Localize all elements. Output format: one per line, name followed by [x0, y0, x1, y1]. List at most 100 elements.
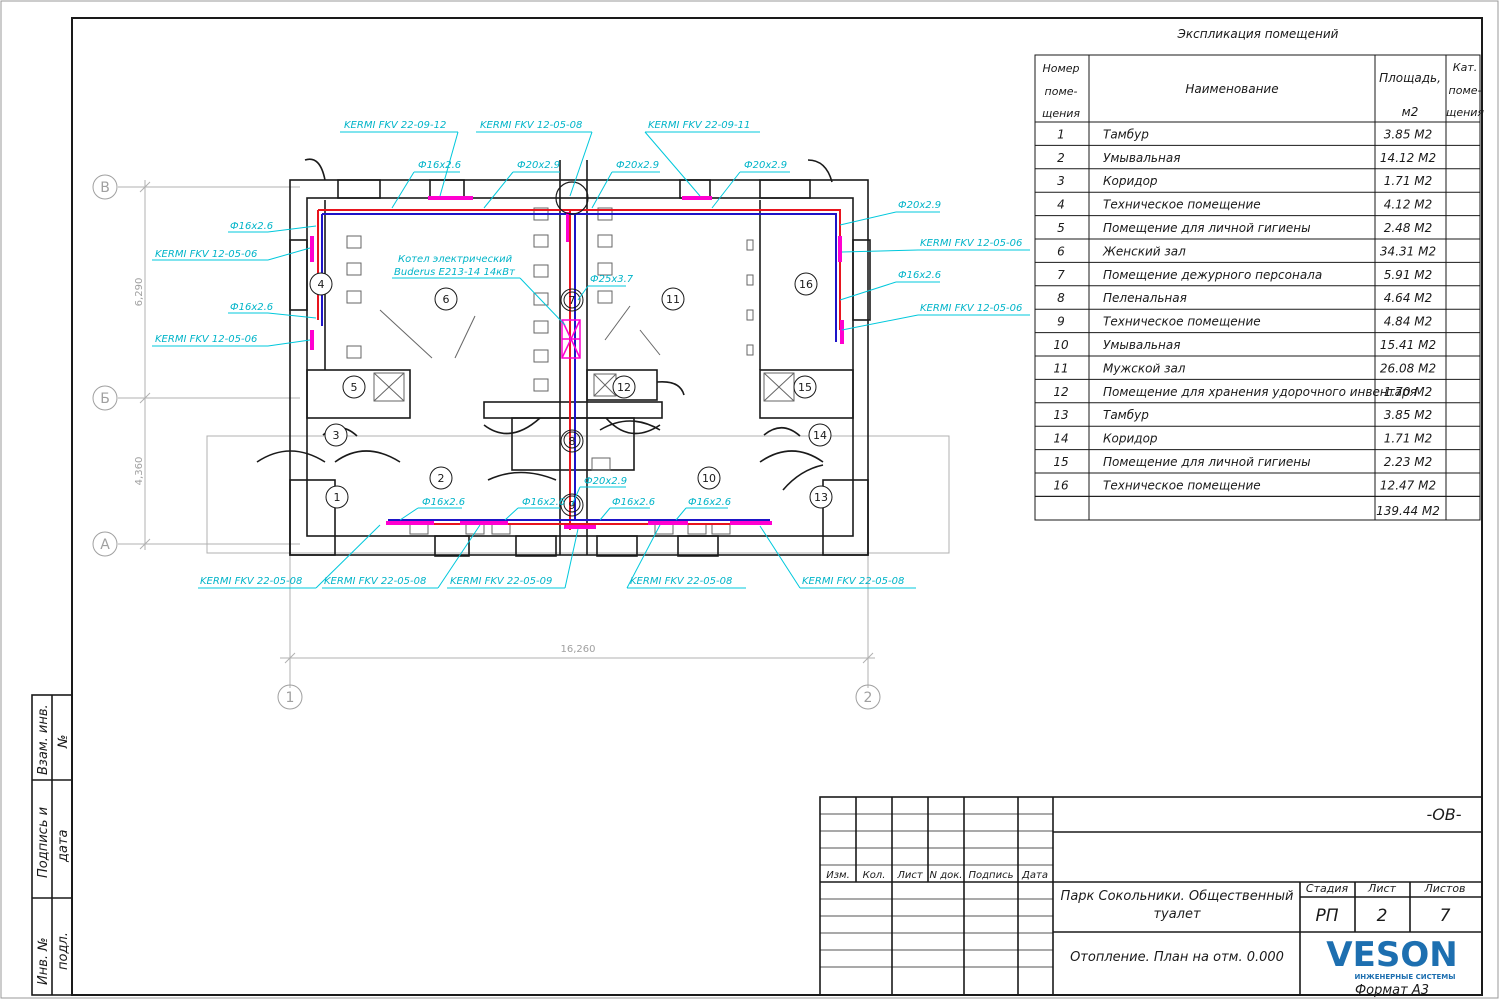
stage-value: РП [1315, 906, 1338, 926]
room-number: 3 [333, 429, 340, 442]
room-marker [809, 485, 833, 509]
room-number-cell: 6 [1057, 244, 1065, 258]
room-marker [794, 272, 818, 296]
plan-labels: KERMI FKV 22-09-12 KERMI FKV 12-05-08 KE… [155, 120, 1022, 587]
veson-logo: VESON [1326, 935, 1457, 975]
axis-marker-a [92, 531, 118, 557]
label-radiator: KERMI FKV 12-05-06 [920, 303, 1022, 314]
header-number-1: Номер [1042, 62, 1079, 75]
label-radiator: KERMI FKV 22-05-08 [802, 576, 904, 587]
table-row: 15 Помещение для личной гигиены 2.23 М2 [1053, 455, 1432, 469]
boiler-label-line2: Buderus E213-14 14кВт [394, 267, 516, 278]
room-number-cell: 15 [1053, 455, 1068, 469]
table-row: 11 Мужской зал 26.08 М2 [1053, 361, 1436, 375]
stamp-header: N док. [930, 870, 963, 881]
room-name-cell: Мужской зал [1103, 361, 1186, 375]
supply-pipe [317, 209, 841, 530]
axis-marker-1 [277, 684, 303, 710]
room-marker [325, 485, 349, 509]
room-name-cell: Пеленальная [1103, 291, 1187, 305]
room-number-cell: 7 [1057, 268, 1065, 282]
radiators [310, 196, 844, 529]
side-stamp-label: дата [56, 829, 71, 863]
room-area-cell: 12.47 М2 [1380, 478, 1436, 492]
room-name-cell: Помещение для личной гигиены [1103, 221, 1311, 235]
side-stamp-label: № [56, 734, 71, 749]
sheet-value: 2 [1377, 906, 1388, 926]
radiator [730, 521, 772, 525]
room-number-cell: 4 [1057, 198, 1065, 212]
label-pipe: Ф20х2.9 [584, 476, 627, 487]
project-name-line1: Парк Сокольники. Общественный [1061, 889, 1294, 904]
label-radiator: KERMI FKV 22-09-12 [344, 120, 446, 131]
label-radiator: KERMI FKV 22-05-09 [450, 576, 552, 587]
room-name-cell: Техническое помещение [1103, 478, 1261, 492]
room-name-cell: Техническое помещение [1103, 198, 1261, 212]
room-marker [434, 287, 458, 311]
room-marker [309, 272, 333, 296]
room-area-cell: 34.31 М2 [1380, 244, 1436, 258]
axis-label-2: 2 [864, 690, 873, 706]
title-block: Изм. Кол. Лист N док. Подпись Дата -ОВ- … [819, 796, 1483, 998]
room-number: 6 [443, 293, 450, 306]
room-name-cell: Коридор [1103, 174, 1158, 188]
stamp-header: Кол. [863, 870, 886, 881]
label-pipe: Ф16х2.6 [688, 497, 731, 508]
room-area-cell: 2.23 М2 [1384, 455, 1433, 469]
riser-node [563, 495, 581, 513]
radiator [310, 330, 314, 350]
room-area-cell: 26.08 М2 [1380, 361, 1436, 375]
radiator [566, 212, 569, 242]
room-name-cell: Тамбур [1103, 127, 1149, 141]
room-area-cell: 1.71 М2 [1384, 174, 1433, 188]
room-number: 2 [438, 472, 445, 485]
heating-pipes [317, 209, 841, 530]
boiler-label-line1: Котел электрический [398, 254, 513, 265]
label-pipe: Ф16х2.6 [522, 497, 565, 508]
room-name-cell: Коридор [1103, 432, 1158, 446]
label-pipe: Ф20х2.9 [744, 160, 787, 171]
header-number-2: поме- [1045, 85, 1078, 98]
project-name-line2: туалет [1153, 907, 1201, 922]
room-name-cell: Умывальная [1103, 151, 1180, 165]
radiator [648, 521, 688, 525]
room-marker [808, 423, 832, 447]
room-name-cell: Помещение для личной гигиены [1103, 455, 1311, 469]
radiator [564, 525, 596, 529]
side-stamp-label: Подпись и [36, 807, 51, 878]
stamp-header: Дата [1021, 870, 1048, 881]
room-marker [793, 375, 817, 399]
room-number-cell: 11 [1053, 361, 1068, 375]
room-number: 16 [799, 278, 813, 291]
room-number: 13 [814, 491, 828, 504]
label-pipe: Ф25х3.7 [590, 274, 634, 285]
room-number-cell: 3 [1057, 174, 1065, 188]
room-number: 11 [666, 293, 680, 306]
label-pipe: Ф16х2.6 [230, 221, 273, 232]
header-area-2: м2 [1402, 105, 1419, 119]
room-marker [560, 429, 584, 453]
room-number-cell: 13 [1053, 408, 1068, 422]
room-number: 5 [351, 381, 358, 394]
side-stamp: Взам. инв. № Подпись и дата Инв. № подл. [31, 694, 73, 996]
explication-title: Экспликация помещений [1177, 27, 1339, 41]
room-marker [342, 375, 366, 399]
stamp-header: Изм. [826, 870, 850, 881]
room-number-cell: 5 [1057, 221, 1065, 235]
riser-node [563, 431, 581, 449]
radiator [386, 521, 434, 525]
room-name-cell: Тамбур [1103, 408, 1149, 422]
return-pipe [321, 213, 837, 521]
radiator [310, 236, 314, 262]
room-marker [560, 288, 584, 312]
side-stamp-label: подл. [56, 932, 71, 970]
room-area-cell: 3.85 М2 [1384, 127, 1433, 141]
label-radiator: KERMI FKV 12-05-08 [480, 120, 582, 131]
room-name-cell: Помещение для хранения удорочного инвент… [1103, 385, 1417, 399]
